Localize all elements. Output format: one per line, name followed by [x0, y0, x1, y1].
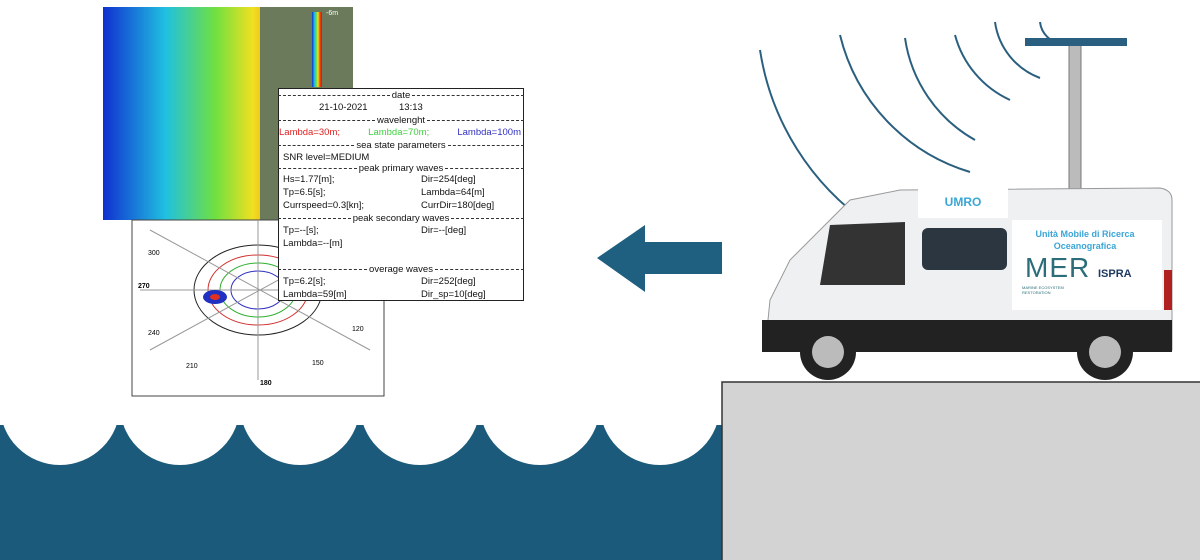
date: 21-10-2021 [319, 102, 368, 113]
van-title: Unità Mobile di Ricerca Oceanografica [1035, 229, 1135, 251]
param: Dir_sp=10[deg] [421, 289, 486, 300]
sea-state-panel: date 21-10-2021 13:13 wavelenght Lambda=3… [278, 88, 524, 301]
param: CurrDir=180[deg] [421, 200, 495, 211]
polar-label: 120 [352, 326, 364, 333]
polar-label: 300 [148, 250, 160, 257]
colorbar-label: -6m [326, 10, 339, 17]
section-date: date [391, 89, 411, 101]
param: Lambda=--[m] [283, 238, 343, 249]
polar-label: 180 [260, 380, 272, 387]
section-sea-state: sea state parameters [356, 139, 446, 151]
radio-wave-arcs [759, 21, 1063, 226]
param: Tp=6.5[s]; [283, 187, 326, 198]
param: Tp=--[s]; [283, 225, 319, 236]
param: Dir=252[deg] [421, 276, 476, 287]
lambda-100: Lambda=100m [457, 127, 521, 138]
sea [0, 425, 722, 560]
polar-label: 210 [186, 363, 198, 370]
param: Dir=254[deg] [421, 174, 476, 185]
time: 13:13 [399, 102, 423, 113]
van-label: UMRO [944, 195, 982, 209]
section-primary: peak primary waves [358, 163, 444, 174]
arrow-left-icon [597, 225, 722, 292]
lambda-70: Lambda=70m; [368, 127, 430, 138]
section-wavelength: wavelenght [376, 114, 426, 126]
antenna-mast [1068, 44, 1082, 191]
polar-label: 150 [312, 360, 324, 367]
param: Lambda=64[m] [421, 187, 485, 198]
lambda-30: Lambda=30m; [279, 127, 340, 138]
radar-antenna [1025, 38, 1127, 46]
polar-label: 270 [138, 283, 150, 290]
param: Lambda=59[m] [283, 289, 347, 300]
colorbar [312, 12, 322, 87]
param: Currspeed=0.3[kn]; [283, 200, 365, 211]
ispra-logo: ISPRA [1098, 268, 1132, 280]
mer-logo-sub: MARINE ECOSYSTEM RESTORATION [1022, 285, 1064, 295]
section-secondary: peak secondary waves [352, 212, 450, 224]
polar-label: 240 [148, 330, 160, 337]
van [762, 187, 1173, 380]
param: Tp=6.2[s]; [283, 276, 326, 287]
param: Dir=--[deg] [421, 225, 467, 236]
platform [721, 381, 1200, 560]
section-average: overage waves [369, 263, 433, 275]
mer-logo: MER [1025, 252, 1091, 283]
param: Hs=1.77[m]; [283, 174, 335, 185]
snr-level: SNR level=MEDIUM [283, 152, 370, 163]
